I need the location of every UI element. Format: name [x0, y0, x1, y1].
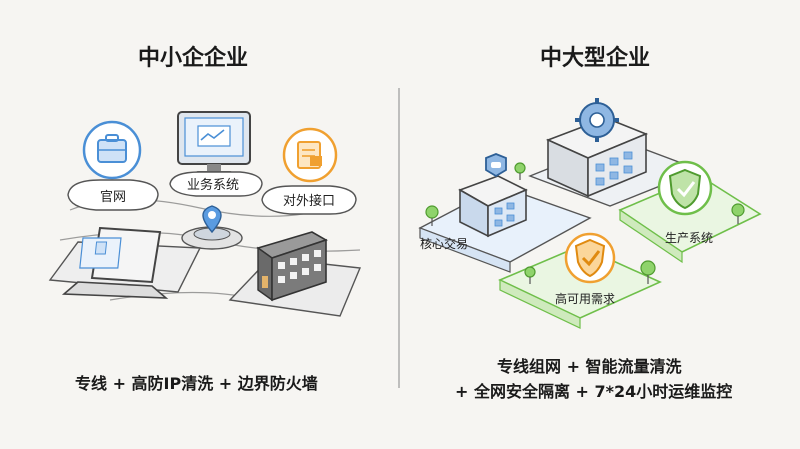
center-divider — [398, 88, 400, 388]
enterprise-scene: 核心交易 生产系统 高可用需求 — [418, 98, 762, 329]
enterprise-caption-line2: + 全网安全隔离 + 7*24小时运维监控 — [455, 382, 733, 401]
gear-building-icon — [545, 98, 649, 198]
website-icon — [82, 120, 142, 180]
api-document-icon — [282, 127, 338, 183]
api-label-bubble: 对外接口 — [261, 185, 357, 215]
green-shield-icon — [657, 160, 713, 216]
business-label-bubble: 业务系统 — [169, 171, 263, 197]
location-pin-icon — [181, 205, 243, 250]
smb-caption: 专线 + 高防IP清洗 + 边界防火墙 — [75, 374, 318, 393]
availability-label: 高可用需求 — [555, 291, 615, 306]
laptop-icon — [48, 226, 202, 299]
smb-scene: 官网 业务系统 对外接口 — [48, 111, 362, 317]
api-label: 对外接口 — [283, 193, 335, 209]
website-label: 官网 — [100, 189, 126, 205]
production-label: 生产系统 — [665, 231, 713, 245]
smb-title: 中小企企业 — [138, 46, 249, 71]
enterprise-caption-line1: 专线组网 + 智能流量清洗 — [497, 357, 682, 376]
core-label: 核心交易 — [420, 236, 468, 251]
website-label-bubble: 官网 — [67, 179, 159, 211]
orange-shield-icon — [564, 232, 616, 284]
core-building-icon — [458, 153, 528, 238]
business-monitor-icon — [177, 111, 251, 175]
business-label: 业务系统 — [187, 177, 239, 193]
server-building-icon — [228, 231, 362, 317]
enterprise-title: 中大型企业 — [540, 46, 651, 71]
tree-icons — [425, 162, 745, 284]
